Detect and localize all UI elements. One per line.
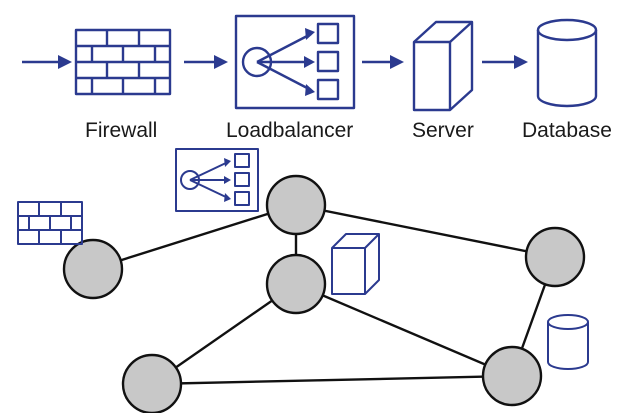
label-database: Database [522, 119, 612, 142]
node-d [524, 226, 586, 288]
pipeline: Firewall Loadbalancer Server Database [22, 14, 612, 142]
label-firewall: Firewall [85, 119, 157, 142]
network-graph [17, 148, 589, 413]
edge-a-b [92, 203, 297, 271]
server-icon [412, 20, 474, 112]
loadbalancer-icon [234, 14, 356, 110]
arrow-loadbalancer-to-server [362, 55, 404, 69]
node-a [62, 238, 124, 300]
entry-arrow [22, 55, 72, 69]
node-e [121, 353, 183, 413]
database-icon-small [547, 314, 589, 370]
node-c [265, 253, 327, 315]
loadbalancer-icon-small [175, 148, 259, 212]
arrow-server-to-database [482, 55, 528, 69]
database-icon [536, 18, 598, 108]
edge-b-d [295, 203, 556, 259]
firewall-icon [74, 28, 172, 96]
label-server: Server [412, 119, 474, 142]
node-b [265, 174, 327, 236]
node-f [481, 345, 543, 407]
edge-c-f [295, 282, 513, 378]
arrow-firewall-to-loadbalancer [184, 55, 228, 69]
server-icon-small [331, 233, 380, 295]
label-loadbalancer: Loadbalancer [226, 119, 353, 142]
firewall-icon-small [17, 201, 83, 245]
edge-e-f [151, 374, 513, 386]
